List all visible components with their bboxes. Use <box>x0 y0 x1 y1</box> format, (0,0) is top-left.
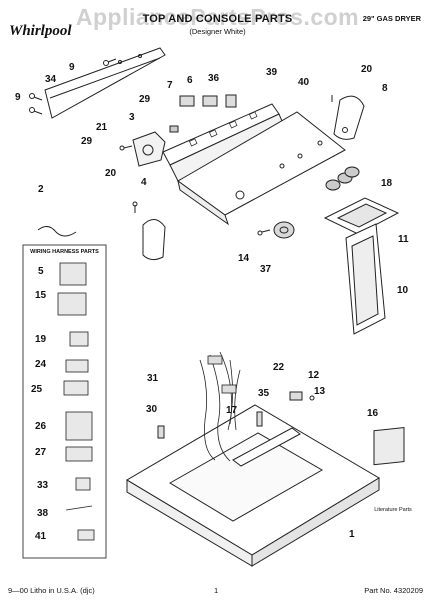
part-31-harness <box>199 351 241 462</box>
part-9-screws <box>29 58 117 115</box>
callout-20a: 20 <box>361 64 373 75</box>
callout-5: 5 <box>38 266 44 277</box>
wiring-harness-parts <box>57 262 95 541</box>
part-4-end-cap <box>142 219 166 261</box>
part-7-switch <box>179 95 195 107</box>
callout-30: 30 <box>146 404 158 415</box>
callout-36: 36 <box>208 73 220 84</box>
callout-21: 21 <box>96 122 108 133</box>
wiring-harness-box <box>22 244 107 559</box>
callout-6: 6 <box>187 75 193 86</box>
part-36-switch <box>225 94 237 108</box>
footer-page-number: 1 <box>214 586 219 595</box>
callout-12: 12 <box>308 370 320 381</box>
callout-14: 14 <box>238 253 250 264</box>
callout-25: 25 <box>31 384 43 395</box>
callout-20b: 20 <box>105 168 117 179</box>
callout-9a: 9 <box>69 62 75 73</box>
callout-24: 24 <box>35 359 47 370</box>
model-label: 29" GAS DRYER <box>362 14 421 23</box>
part-1-literature <box>373 426 405 466</box>
part-35-connector <box>256 411 263 427</box>
callout-35: 35 <box>258 388 270 399</box>
callout-8: 8 <box>382 83 388 94</box>
part-18-knobs <box>325 166 360 191</box>
callout-22: 22 <box>273 362 285 373</box>
literature-label: Literature Parts <box>374 507 412 513</box>
callout-27: 27 <box>35 447 47 458</box>
callout-16: 16 <box>367 408 379 419</box>
brand-logo: Whirlpool <box>9 23 72 39</box>
page-subtitle: (Designer White) <box>189 27 246 36</box>
part-2-wire <box>37 226 77 237</box>
callout-11: 11 <box>398 234 409 245</box>
callout-41: 41 <box>35 531 47 542</box>
part-21-timer <box>132 131 166 167</box>
callout-7: 7 <box>167 80 173 91</box>
callout-37: 37 <box>260 264 272 275</box>
part-37-knob <box>273 221 295 239</box>
part-34-bracket <box>44 47 166 119</box>
callout-18: 18 <box>381 178 393 189</box>
callout-19: 19 <box>35 334 47 345</box>
callout-29a: 29 <box>139 94 151 105</box>
callout-34: 34 <box>45 74 57 85</box>
callout-39: 39 <box>266 67 278 78</box>
callout-40: 40 <box>298 77 310 88</box>
callout-4: 4 <box>141 177 147 188</box>
callout-17: 17 <box>226 405 238 416</box>
part-3-knob-insert <box>169 125 179 133</box>
callout-10: 10 <box>397 285 409 296</box>
callout-15: 15 <box>35 290 47 301</box>
callout-26: 26 <box>35 421 47 432</box>
part-8-end-cap <box>333 95 365 140</box>
part-6-switch <box>202 95 218 107</box>
callout-9b: 9 <box>15 92 21 103</box>
part-30-clip <box>157 425 165 439</box>
footer-litho: 9—00 Litho in U.S.A. (djc) <box>8 586 95 595</box>
callout-13: 13 <box>314 386 326 397</box>
wiring-harness-title: WIRING HARNESS PARTS <box>30 249 99 255</box>
callout-38: 38 <box>37 508 49 519</box>
callout-3: 3 <box>129 112 135 123</box>
callout-29b: 29 <box>81 136 93 147</box>
callout-33: 33 <box>37 480 49 491</box>
footer-part-number: Part No. 4320209 <box>364 586 423 595</box>
callout-1: 1 <box>349 529 355 540</box>
page-title: TOP AND CONSOLE PARTS <box>142 13 293 25</box>
part-12-bracket <box>289 391 303 401</box>
callout-31: 31 <box>147 373 159 384</box>
callout-2: 2 <box>38 184 44 195</box>
